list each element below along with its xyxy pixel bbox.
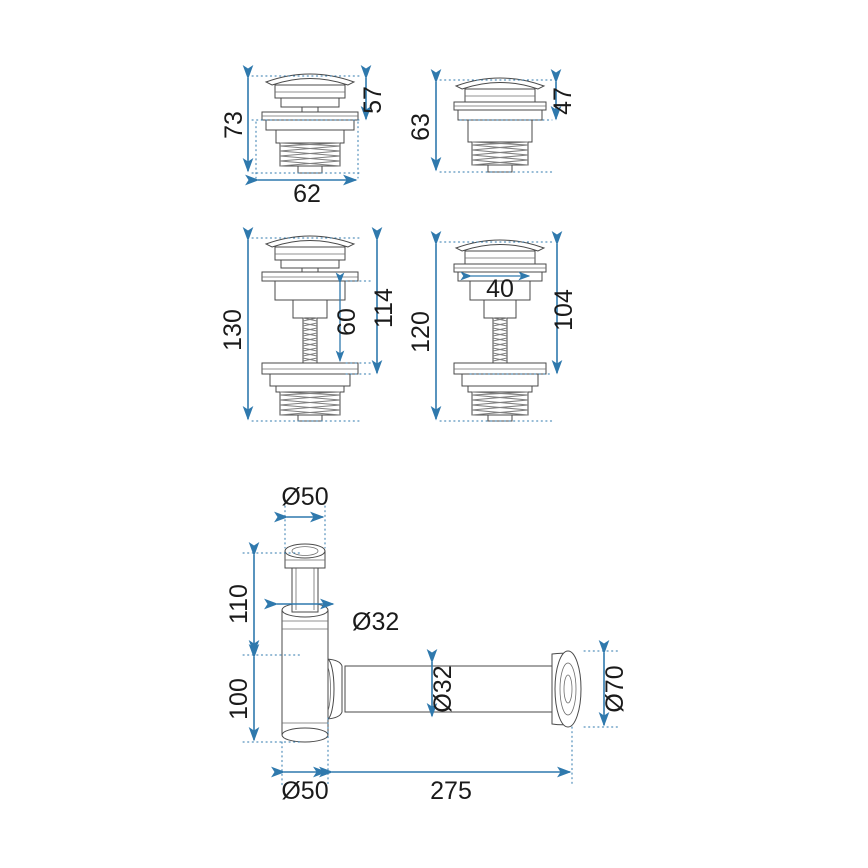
view-pop-up-waste-short-unslotted: 73 57 62 xyxy=(220,65,387,208)
view-pop-up-waste-long-unslotted: 130 60 114 xyxy=(219,227,398,422)
extension-lines-v2 xyxy=(439,79,553,173)
thread-hatch-v3 xyxy=(279,391,341,416)
dimension-label-60: 60 xyxy=(333,308,361,336)
dimension-v3-upper-height: 114 xyxy=(370,227,398,375)
dimension-v3-inner-height: 60 xyxy=(333,272,361,363)
dimension-v1-total-height: 73 xyxy=(220,65,254,173)
dimension-riser-diameter: Ø32 xyxy=(264,598,399,636)
dimension-riser-height: 110 xyxy=(225,542,260,655)
thread-hatch-v4 xyxy=(471,391,529,416)
dimension-label-outlet-d32: Ø32 xyxy=(429,665,457,712)
part-outline-v4 xyxy=(453,239,547,422)
dimension-label-110: 110 xyxy=(225,584,253,624)
part-outline-v1 xyxy=(261,73,359,174)
view-pop-up-waste-short-slotted: 63 47 xyxy=(407,69,577,173)
dimension-label-inlet-d50: Ø50 xyxy=(281,483,328,511)
dimension-v1-upper-height: 57 xyxy=(359,65,387,121)
dimension-v4-upper-height: 104 xyxy=(550,231,578,375)
dimension-label-62: 62 xyxy=(293,180,321,208)
dimension-label-114: 114 xyxy=(370,288,398,328)
dimension-label-104: 104 xyxy=(550,289,578,331)
dimension-v2-upper-height: 47 xyxy=(549,69,577,121)
dimension-label-100: 100 xyxy=(225,678,253,720)
dimension-body-height: 100 xyxy=(225,644,260,742)
thread-hatch-v3-rod xyxy=(302,317,318,362)
part-outline-v2 xyxy=(453,77,547,173)
dimension-label-275: 275 xyxy=(430,777,472,805)
dimension-v4-total-height: 120 xyxy=(407,231,442,421)
view-pop-up-waste-long-slotted: 120 40 104 xyxy=(407,231,578,422)
dimension-label-120: 120 xyxy=(407,311,435,353)
dimension-v3-total-height: 130 xyxy=(219,227,254,421)
dimension-v4-cap-width: 40 xyxy=(460,271,531,303)
dimension-label-d70: Ø70 xyxy=(601,665,629,712)
extension-lines-v3 xyxy=(251,237,373,422)
thread-hatch-v1 xyxy=(279,142,341,167)
dimension-label-63: 63 xyxy=(407,113,435,141)
dimension-label-40: 40 xyxy=(486,275,514,303)
dimension-label-73: 73 xyxy=(220,111,248,139)
dimension-label-riser-d32: Ø32 xyxy=(352,608,399,636)
thread-hatch-v2 xyxy=(471,141,529,166)
dimension-reach: 275 xyxy=(319,766,572,805)
part-outline-v3 xyxy=(261,235,359,422)
dimension-v2-total-height: 63 xyxy=(407,69,442,172)
dimension-body-diameter: Ø50 xyxy=(271,766,329,805)
part-trap-body xyxy=(281,602,329,743)
dimension-flange-diameter: Ø70 xyxy=(598,640,629,727)
part-inlet-ring xyxy=(284,543,326,569)
dimension-label-47: 47 xyxy=(549,87,577,115)
dimension-outlet-diameter: Ø32 xyxy=(426,649,457,718)
dimension-label-57: 57 xyxy=(359,86,387,114)
dimension-v1-width: 62 xyxy=(245,174,358,208)
part-wall-flange xyxy=(551,650,582,728)
thread-hatch-v4-rod xyxy=(492,317,508,362)
extension-lines-v1 xyxy=(251,75,363,179)
dimension-inlet-diameter: Ø50 xyxy=(274,483,329,523)
dimension-label-body-d50: Ø50 xyxy=(281,777,328,805)
dimension-label-130: 130 xyxy=(219,309,247,351)
view-bottle-trap-siphon: Ø50 Ø32 110 100 Ø32 Ø70 Ø5 xyxy=(225,483,629,805)
extension-lines-v4 xyxy=(439,241,553,422)
